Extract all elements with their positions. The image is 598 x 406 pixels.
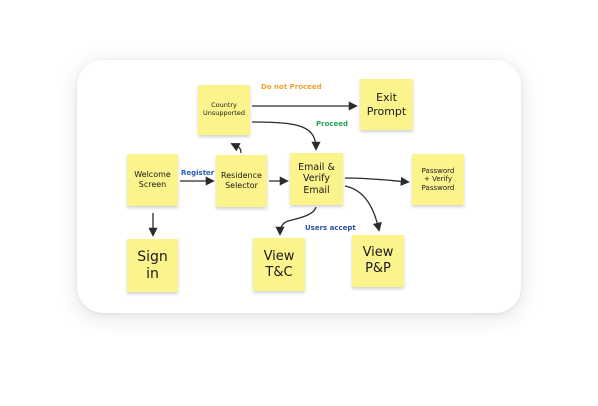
note-country-unsupported[interactable]: Country Unsupported (198, 85, 250, 135)
note-welcome-screen[interactable]: Welcome Screen (127, 154, 178, 206)
label-do-not-proceed: Do not Proceed (261, 83, 322, 91)
note-view-pp[interactable]: View P&P (352, 235, 404, 287)
note-view-tc[interactable]: View T&C (253, 238, 305, 291)
label-users-accept: Users accept (305, 224, 356, 232)
note-exit-prompt[interactable]: Exit Prompt (360, 79, 413, 130)
note-residence-selector[interactable]: Residence Selector (216, 155, 267, 207)
note-email-verify[interactable]: Email & Verify Email (290, 153, 343, 205)
label-proceed: Proceed (316, 120, 349, 128)
note-password-verify[interactable]: Password + Verify Password (412, 154, 464, 205)
note-sign-in[interactable]: Sign in (127, 239, 178, 292)
label-register: Register (181, 169, 215, 177)
